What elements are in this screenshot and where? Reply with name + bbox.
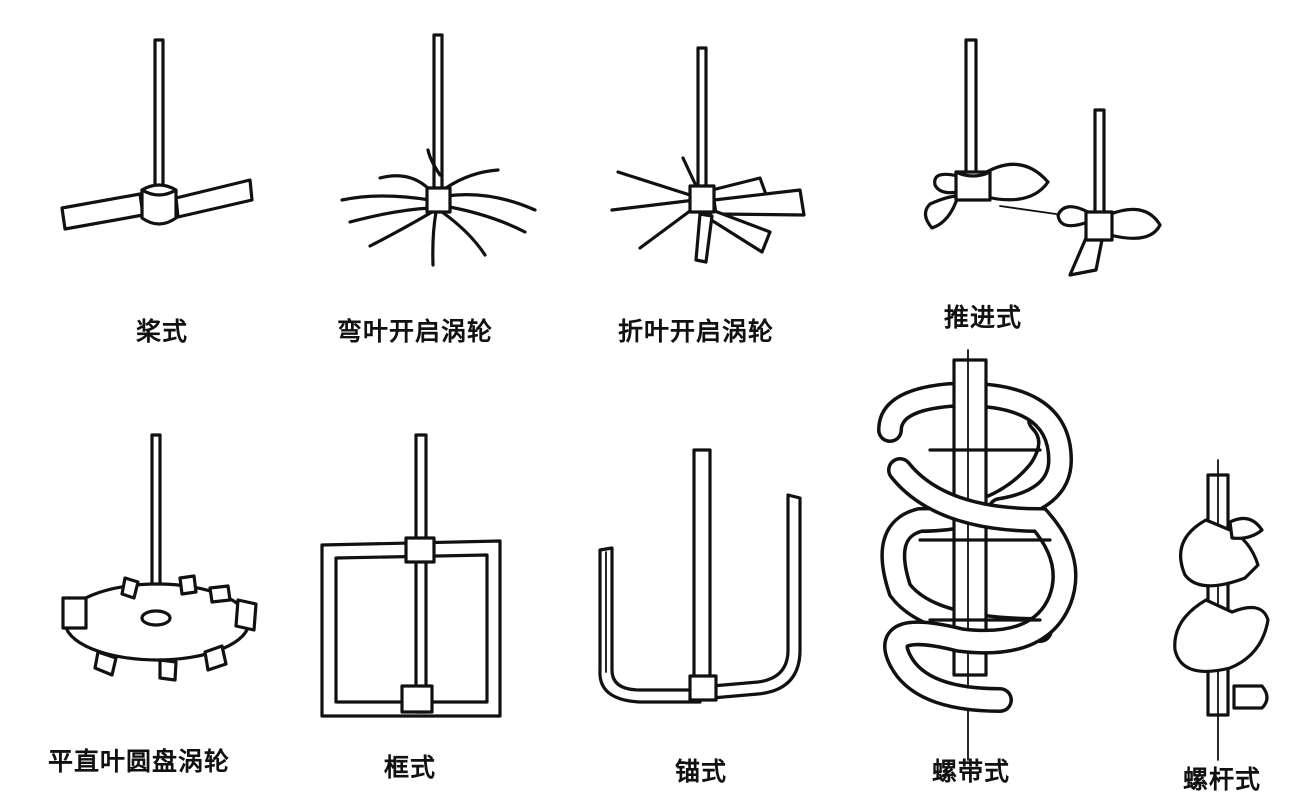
impeller-label-anchor: 锚式	[675, 757, 728, 786]
impeller-label-helical-ribbon: 螺带式	[932, 757, 1011, 786]
disc-turbine-sketch	[61, 433, 258, 682]
impeller-label-disc-turbine: 平直叶圆盘涡轮	[48, 747, 231, 776]
paddle-impeller-sketch	[60, 38, 254, 231]
impeller-label-pitched-open-turbine: 折叶开启涡轮	[618, 317, 775, 346]
curved-open-turbine-sketch	[340, 33, 537, 267]
anchor-impeller-sketch	[598, 448, 802, 704]
impeller-label-screw: 螺杆式	[1183, 765, 1262, 794]
impeller-label-curved-open-turbine: 弯叶开启涡轮	[337, 317, 494, 346]
helical-ribbon-sketch	[877, 349, 1078, 761]
impeller-label-paddle: 桨式	[136, 317, 189, 346]
impeller-label-frame: 框式	[384, 753, 437, 782]
propeller-sketch	[923, 38, 1162, 277]
screw-impeller-sketch	[1173, 459, 1270, 761]
pitched-open-turbine-sketch	[610, 46, 806, 264]
impeller-label-propeller: 推进式	[944, 303, 1023, 332]
frame-impeller-sketch	[320, 433, 502, 718]
